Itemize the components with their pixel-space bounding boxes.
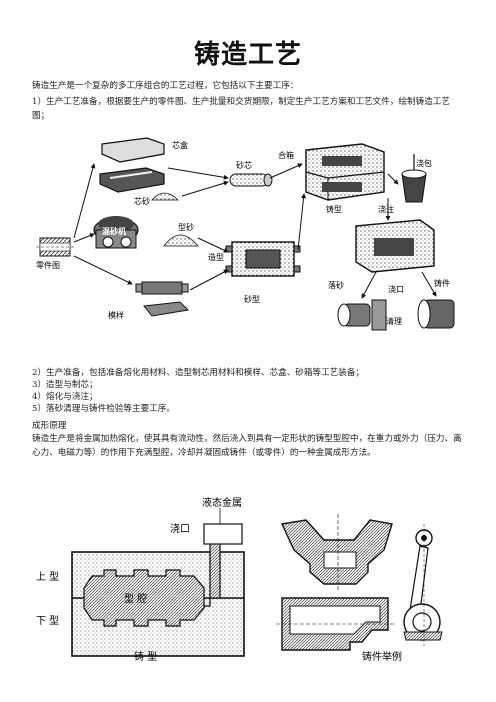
ladle-icon	[401, 154, 427, 203]
label-part-drawing: 零件图	[36, 260, 60, 270]
label-liquid-metal: 液态金属	[202, 496, 242, 509]
principle-paragraph: 铸造生产是将金属加热熔化，使其具有流动性，然后浇入到具有一定形状的铸型型腔中，在…	[32, 434, 462, 458]
mold-section-figure: 液态金属 浇口 上 型 型 腔 下 型 铸 型 铸件举例	[36, 496, 443, 663]
label-mixer: 混砂机	[102, 226, 126, 236]
label-sand-mold: 砂型	[244, 294, 260, 304]
core-sand-pile	[151, 192, 179, 201]
label-upper-mold: 上 型	[36, 570, 59, 583]
label-casting-examples: 铸件举例	[362, 650, 402, 663]
label-pattern: 模样	[108, 310, 124, 320]
label-shakeout: 落砂	[328, 280, 344, 290]
label-cavity: 型 腔	[124, 592, 147, 605]
label-mold: 铸 型	[134, 650, 157, 663]
step-3: 3）造型与制芯；	[32, 380, 98, 390]
part-drawing-icon	[36, 237, 74, 257]
molding-box-icon	[225, 241, 301, 277]
label-mold: 铸型	[326, 204, 342, 214]
casting-process-figure: 芯盒 芯砂 混砂机 型砂 砂芯 合箱 零件图 模样	[36, 137, 455, 331]
casting-example-3	[403, 524, 443, 646]
intro-paragraph-1: 铸造生产是一个复杂的多工序组合的工艺过程，它包括以下主要工序：	[32, 81, 299, 91]
step-4: 4）熔化与浇注；	[32, 392, 98, 402]
label-sprue: 浇口	[170, 522, 190, 535]
casting-example-1	[280, 514, 393, 590]
label-sand-core: 砂芯	[236, 160, 252, 170]
assembled-mold-icon	[305, 143, 385, 201]
sand-core-icon	[229, 173, 273, 187]
pattern-icon	[135, 281, 190, 317]
label-molding-sand: 型砂	[178, 222, 194, 232]
intro-paragraph-2: 1）生产工艺准备，根据要生产的零件图、生产批量和交货期限，制定生产工艺方案和工艺…	[32, 97, 450, 121]
label-ladle: 浇包	[416, 158, 432, 168]
label-core-box: 芯盒	[172, 140, 188, 150]
mold-cavity	[83, 569, 205, 627]
label-pouring: 浇注	[378, 204, 394, 214]
casting-example-2	[276, 597, 394, 651]
casting-icon	[337, 299, 455, 331]
label-core-sand: 芯砂	[134, 196, 150, 206]
label-mold-closing: 合箱	[278, 150, 294, 160]
label-casting: 铸件	[434, 278, 450, 288]
step-2: 2）生产准备，包括准备熔化用材料、造型制芯用材料和模样、芯盒、砂箱等工艺装备；	[32, 368, 365, 378]
principle-heading: 成形原理	[32, 421, 67, 431]
mold-box	[71, 523, 245, 657]
label-molding: 造型	[208, 252, 224, 262]
molding-sand-pile	[163, 234, 199, 247]
shakeout-icon	[355, 219, 435, 273]
step-5: 5）落砂清理与铸件检验等主要工序。	[32, 404, 175, 414]
label-gate: 浇口	[388, 284, 404, 294]
flow-arrows	[73, 163, 437, 299]
page-title: 铸造工艺	[193, 40, 302, 70]
label-cleaning: 清理	[386, 316, 402, 326]
core-box-icon	[99, 137, 165, 193]
sand-mixer-icon	[93, 216, 139, 249]
label-lower-mold: 下 型	[36, 614, 59, 627]
